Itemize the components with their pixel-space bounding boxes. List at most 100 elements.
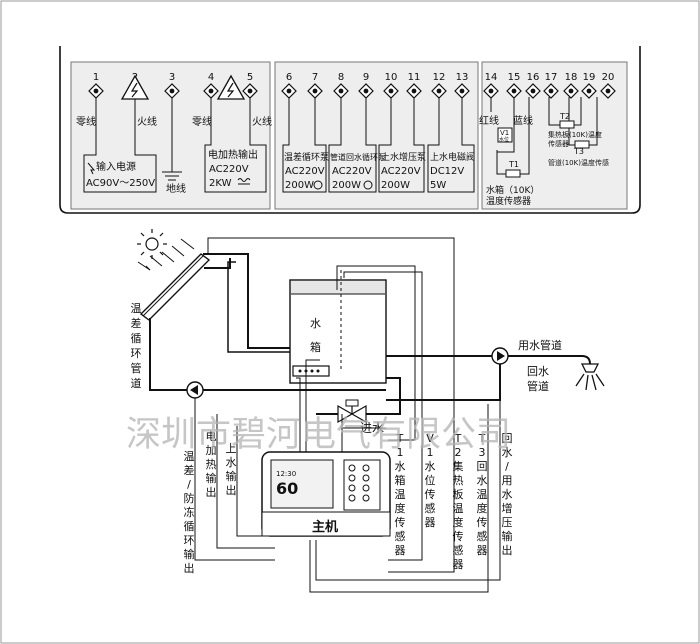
heater-volt: AC220V	[209, 164, 249, 175]
char: 防	[184, 491, 195, 505]
char: 水	[502, 488, 513, 501]
char: 箱	[395, 473, 406, 487]
terminal-number: 13	[456, 72, 469, 83]
char: 器	[395, 544, 406, 557]
char: 出	[226, 483, 237, 497]
controller-buttons	[348, 464, 370, 502]
char: 出	[184, 561, 195, 575]
char: 电	[206, 430, 217, 443]
char: 传	[425, 488, 436, 501]
char: 传	[477, 516, 488, 529]
t1-desc-1: 水箱（10K）	[486, 184, 539, 196]
controller-label: 主机	[312, 519, 338, 535]
terminal-dot	[548, 88, 554, 94]
char: 输	[226, 469, 237, 483]
char: 出	[206, 485, 217, 499]
ground-label: 地线	[166, 182, 186, 195]
tank-label-1: 水	[310, 317, 321, 330]
char: 温	[453, 502, 464, 515]
char: 位	[425, 473, 436, 487]
terminal-number: 20	[602, 72, 615, 83]
terminal-dot	[208, 88, 214, 94]
t2-desc-1: 集热板(10K)温度	[548, 130, 602, 139]
red-wire-label: 红线	[479, 114, 499, 127]
t3-label: T3	[573, 147, 584, 156]
terminal-9: 9	[358, 72, 374, 99]
pump3-title: 上水增压泵	[381, 151, 426, 163]
char: 传	[395, 516, 406, 529]
controller-display-digits: 60	[276, 479, 298, 498]
controller-unit	[261, 451, 391, 537]
char: 回	[502, 432, 513, 445]
terminal-number: 5	[247, 72, 253, 83]
terminal-6: 6	[281, 72, 297, 99]
char: 器	[477, 544, 488, 557]
char: 道	[131, 376, 142, 390]
char: 3	[479, 446, 486, 459]
collector-pump-icon	[186, 381, 204, 399]
pump2-power: 200W	[332, 180, 361, 191]
heater-icon	[237, 178, 251, 185]
char: 用	[502, 474, 513, 487]
char: 热	[206, 458, 217, 471]
char: 感	[477, 530, 488, 543]
neutral-label-2: 零线	[192, 115, 212, 128]
pump-block	[282, 97, 475, 193]
terminal-7: 7	[307, 72, 323, 99]
t2-label: T2	[559, 112, 570, 121]
output-labels: 温差/防冻循环输出电加热输出上水输出T1水箱温度传感器V1水位传感器T2集热板温…	[184, 430, 513, 575]
terminal-dot	[568, 88, 574, 94]
terminal-15: 15	[506, 72, 522, 99]
use-pump-icon	[491, 347, 509, 365]
char: 感	[453, 544, 464, 557]
t3-desc: 管道(10K)温度传感	[548, 158, 609, 167]
sun-icon	[137, 229, 167, 259]
char: 水	[477, 474, 488, 487]
terminal-number: 3	[169, 72, 175, 83]
t1-desc-2: 温度传感器	[486, 195, 531, 207]
terminal-16: 16	[525, 72, 541, 99]
char: 水	[395, 460, 406, 473]
heater-power: 2KW	[209, 178, 232, 189]
t1-label: T1	[508, 160, 519, 169]
terminal-number: 8	[338, 72, 344, 83]
char: 1	[427, 446, 434, 459]
terminal-dot	[93, 88, 99, 94]
live-label-2: 火线	[252, 115, 272, 128]
terminal-dot	[338, 88, 344, 94]
char: /	[187, 478, 191, 491]
lightning-icon-2	[216, 74, 246, 100]
pump1-icon	[313, 180, 323, 190]
char: 器	[425, 516, 436, 529]
heater-title: 电加热输出	[208, 148, 258, 161]
controller-wires	[194, 237, 501, 593]
char: 感	[425, 502, 436, 515]
char: 差	[131, 316, 142, 330]
terminal-19: 19	[581, 72, 597, 99]
terminal-12: 12	[431, 72, 447, 99]
char: 度	[453, 515, 464, 529]
valve-volt: DC12V	[430, 166, 464, 177]
char: 度	[477, 501, 488, 515]
char: 出	[502, 543, 513, 557]
pump2-volt: AC220V	[332, 166, 372, 177]
terminal-dot	[459, 88, 465, 94]
power-block	[83, 97, 267, 193]
char: 环	[184, 534, 195, 547]
terminal-20: 20	[600, 72, 616, 99]
char: 上	[226, 442, 237, 455]
terminal-number: 6	[286, 72, 292, 83]
pump2-title: 管道回水循环泵	[330, 152, 386, 162]
terminal-number: 16	[527, 72, 540, 83]
live-label-1: 火线	[137, 115, 157, 128]
terminal-dot	[286, 88, 292, 94]
char: 环	[131, 347, 142, 360]
terminal-dot	[363, 88, 369, 94]
